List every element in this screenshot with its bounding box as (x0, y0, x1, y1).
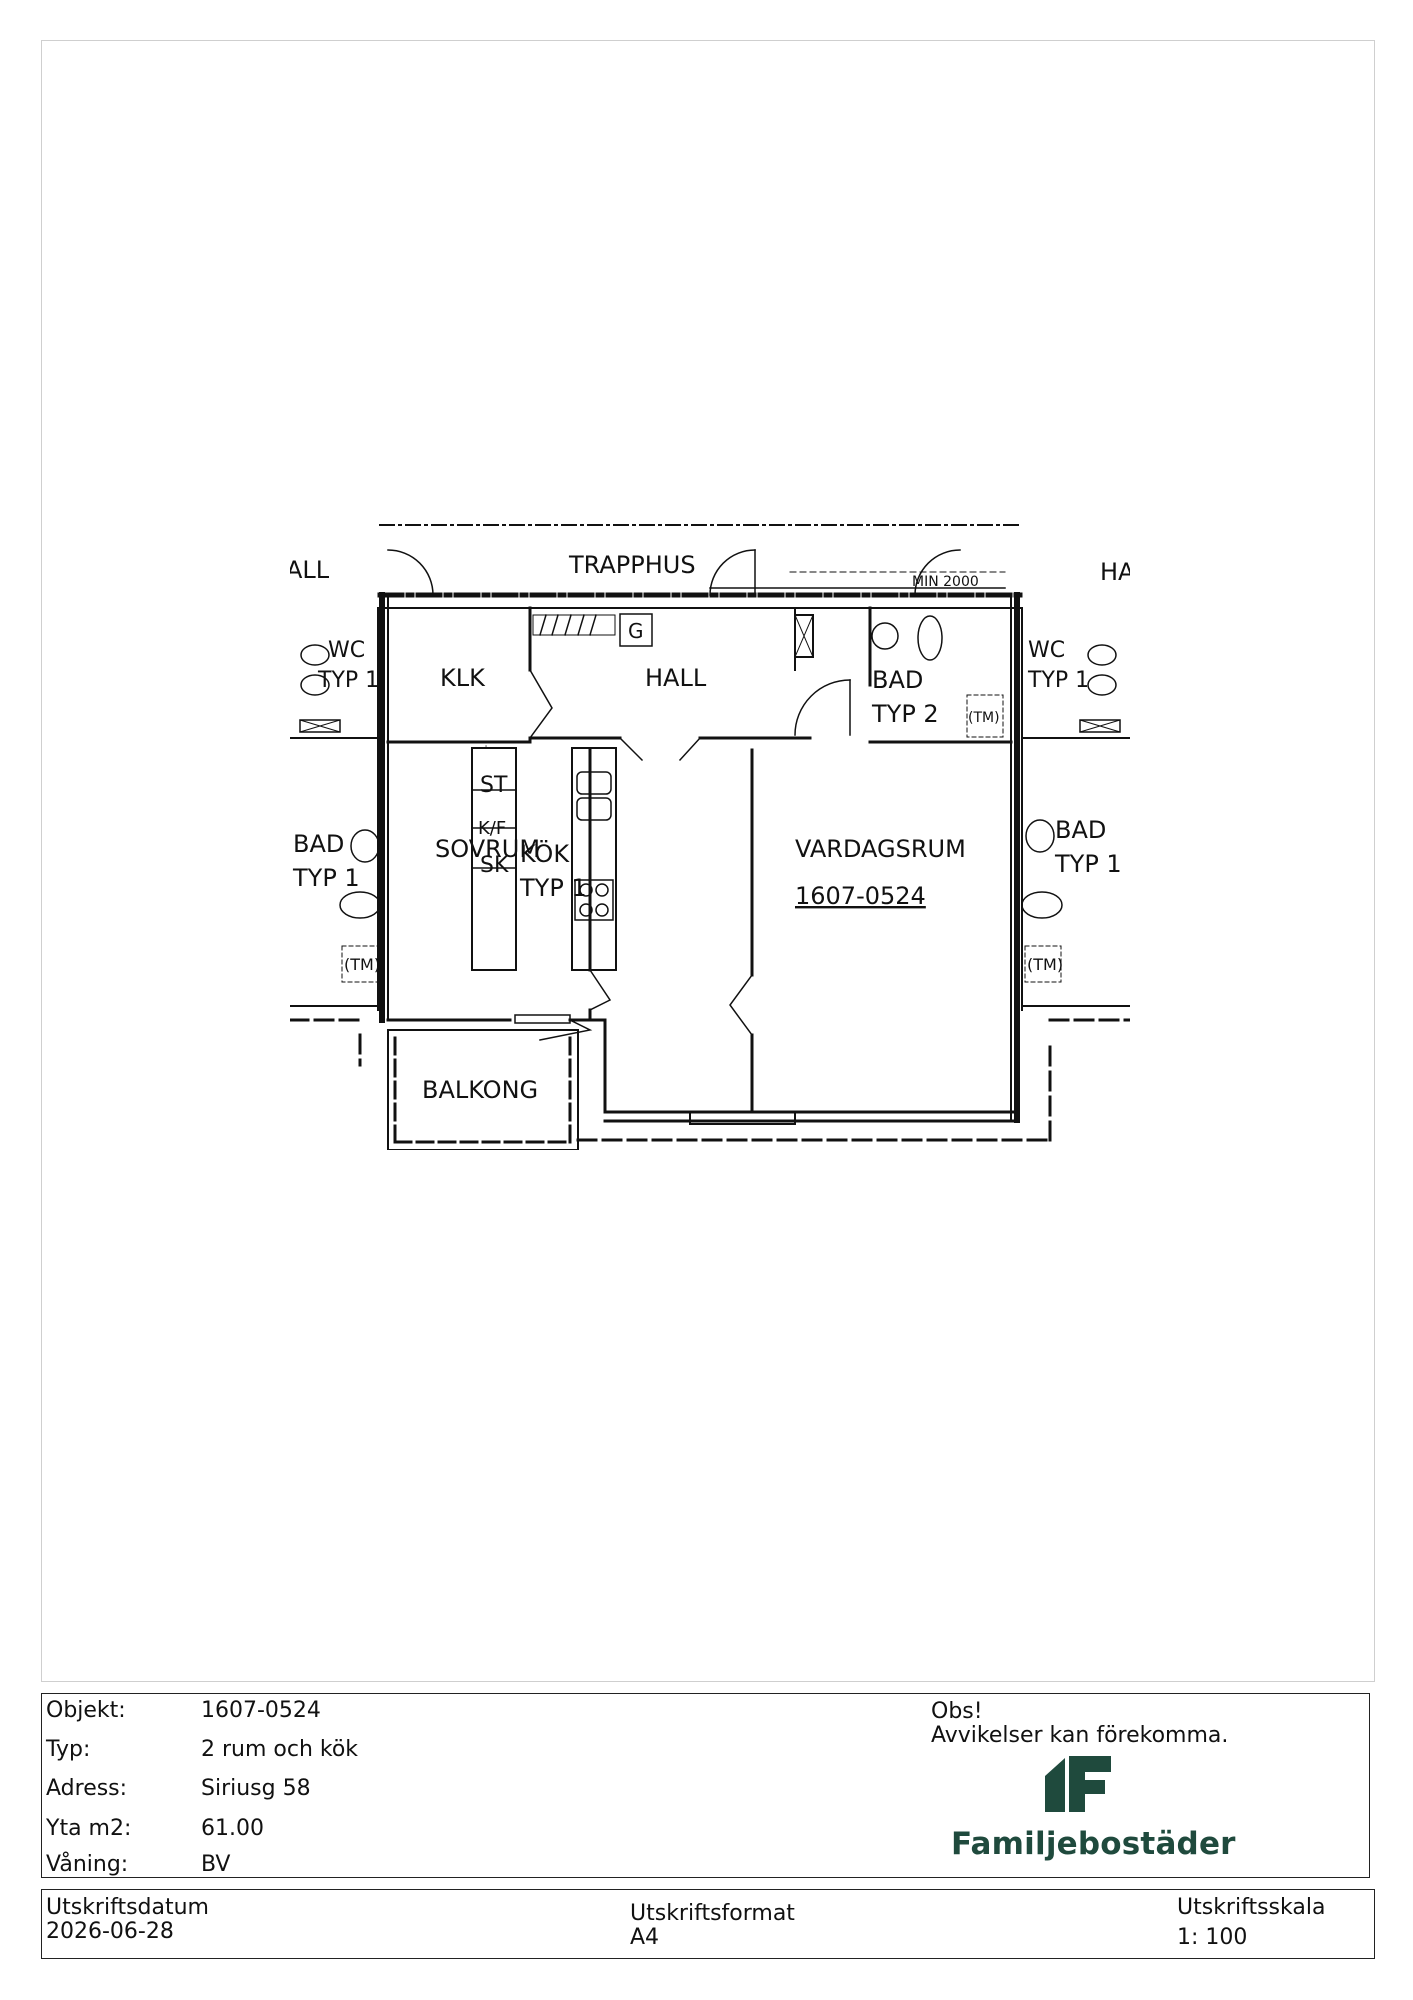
label-kf: K/F (478, 818, 506, 839)
adress-label: Adress: (46, 1776, 128, 1801)
label-kok-line1: KÖK (520, 839, 570, 868)
print-scale-label: Utskriftsskala (1177, 1895, 1326, 1920)
yta-label: Yta m2: (46, 1816, 132, 1841)
notice: Obs! Avvikelser kan förekomma. (931, 1700, 1228, 1748)
label-vardagsrum: VARDAGSRUM (795, 835, 966, 863)
label-bad-left-line2: TYP 1 (292, 864, 360, 892)
label-tm-main: (TM) (968, 710, 1000, 726)
label-hall-right-edge: HA (1100, 558, 1130, 586)
label-min-clearance: MIN 2000 (912, 574, 979, 590)
notice-title: Obs! (931, 1699, 983, 1724)
label-bad-right-line1: BAD (1055, 816, 1106, 844)
label-g-main: G (628, 619, 644, 643)
print-date: Utskriftsdatum 2026-06-28 (46, 1896, 209, 1944)
drawing-frame (41, 40, 1375, 1682)
label-hall-left-edge: ALL (290, 556, 330, 584)
label-bad2-line2: TYP 2 (871, 700, 939, 728)
label-wc-right-line1: WC (1028, 638, 1065, 663)
print-format: Utskriftsformat A4 (630, 1902, 795, 1950)
brand-name: Familjebostäder (951, 1826, 1236, 1862)
label-kok-line2: TYP 1 (519, 874, 587, 902)
vaning-label: Våning: (46, 1852, 129, 1877)
label-trapphus: TRAPPHUS (568, 551, 696, 579)
print-date-value: 2026-06-28 (46, 1919, 174, 1944)
print-scale: Utskriftsskala 1: 100 (1177, 1896, 1325, 1950)
plan-labels: ALL TRAPPHUS HA MIN 2000 KLK HALL G BAD … (290, 551, 1130, 1104)
label-tm-right: (TM) (1027, 955, 1063, 974)
typ-value: 2 rum och kök (201, 1737, 359, 1762)
label-apartment-number: 1607-0524 (795, 882, 926, 910)
vaning-value: BV (201, 1852, 231, 1877)
print-scale-value: 1: 100 (1177, 1925, 1248, 1950)
adress-value: Siriusg 58 (201, 1776, 311, 1801)
floor-plan: ALL TRAPPHUS HA MIN 2000 KLK HALL G BAD … (290, 524, 1130, 1150)
brand-logo: Familjebostäder (951, 1754, 1236, 1874)
label-sovrum: SOVRUM (435, 835, 540, 863)
label-wc-left-line2: TYP 1 (317, 668, 379, 693)
label-klk: KLK (440, 664, 486, 692)
label-bad2-line1: BAD (872, 666, 923, 694)
label-wc-left-line1: WC (328, 638, 365, 663)
print-format-value: A4 (630, 1925, 660, 1950)
label-st: ST (480, 773, 508, 798)
label-hall: HALL (645, 664, 707, 692)
yta-value: 61.00 (201, 1816, 264, 1841)
label-tm-left: (TM) (344, 955, 380, 974)
label-sk: SK (480, 853, 509, 878)
print-date-label: Utskriftsdatum (46, 1895, 209, 1920)
notice-text: Avvikelser kan förekomma. (931, 1723, 1229, 1748)
objekt-value: 1607-0524 (201, 1698, 321, 1723)
house-logo-icon (1045, 1756, 1111, 1812)
label-balkong: BALKONG (422, 1076, 538, 1104)
typ-label: Typ: (46, 1737, 91, 1762)
print-box: Utskriftsdatum 2026-06-28 Utskriftsforma… (41, 1889, 1375, 1959)
info-box: Objekt: 1607-0524 Typ: 2 rum och kök Adr… (41, 1693, 1370, 1878)
print-format-label: Utskriftsformat (630, 1901, 795, 1926)
objekt-label: Objekt: (46, 1698, 126, 1723)
label-bad-right-line2: TYP 1 (1054, 850, 1122, 878)
label-wc-right-line2: TYP 1 (1027, 668, 1089, 693)
plan-walls (290, 524, 1130, 1150)
label-bad-left-line1: BAD (293, 830, 344, 858)
